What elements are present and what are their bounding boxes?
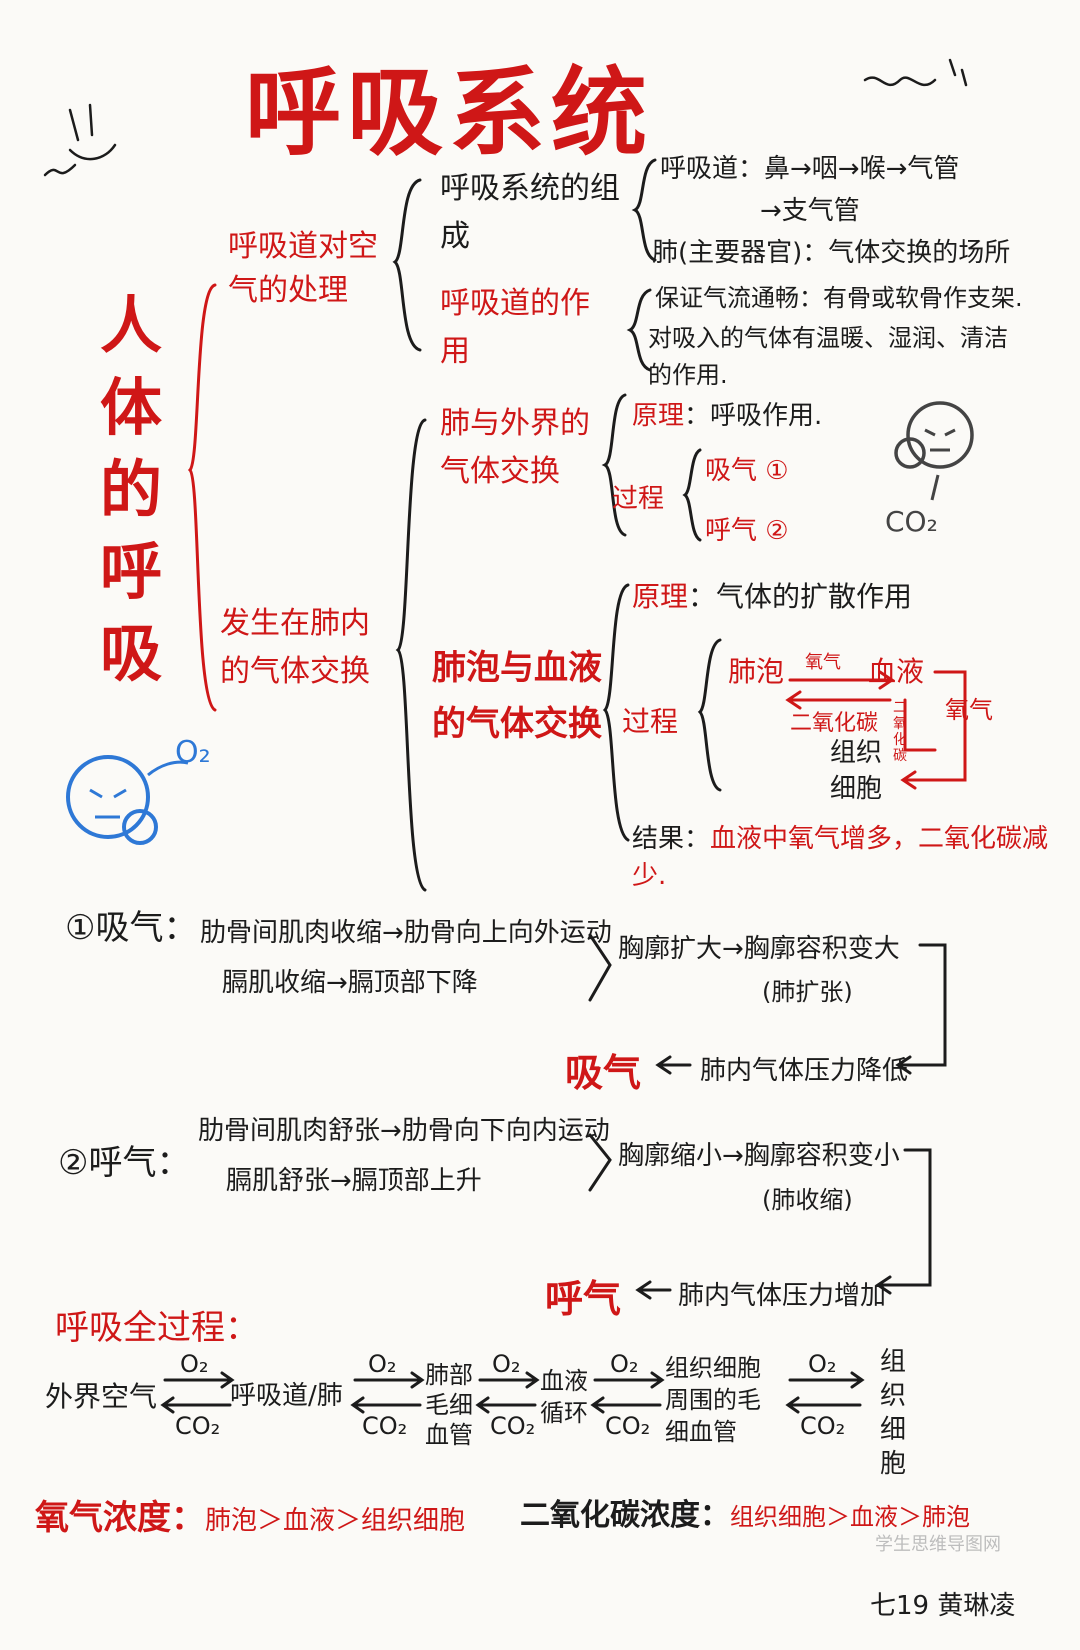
co2-label-5: CO₂ <box>800 1412 846 1440</box>
alveoli-oxygen-top: 氧气 <box>805 652 841 673</box>
o2-concentration-label: 氧气浓度： <box>35 1498 205 1538</box>
watermark: 学生思维导图网 <box>875 1534 1001 1555</box>
process-node-outside-air: 外界空气 <box>45 1380 158 1413</box>
co2-label-3: CO₂ <box>490 1412 536 1440</box>
composition-label: 呼吸系统的组成 <box>440 165 620 261</box>
function-line2: 对吸入的气体有温暖、湿润、清洁 <box>648 324 1008 352</box>
composition-lung: 肺(主要器官)：气体交换的场所 <box>652 238 1011 268</box>
exhale-row2: 膈肌舒张→膈顶部上升 <box>226 1166 482 1196</box>
o2-concentration-order: 肺泡＞血液＞组织细胞 <box>205 1506 466 1536</box>
process-node-tissue-capillaries: 组织细胞周围的毛细血管 <box>665 1354 761 1446</box>
oxygen-face-label: O₂ <box>175 735 211 770</box>
o2-label-1: O₂ <box>180 1350 209 1378</box>
inhale-result: 吸气 <box>565 1051 642 1095</box>
co2-label-1: CO₂ <box>175 1412 221 1440</box>
exhale-chest: 胸廓缩小→胸廓容积变小 <box>618 1141 900 1171</box>
alveoli-process-label: 过程 <box>622 705 679 738</box>
inhale-label: ①吸气： <box>65 908 198 948</box>
alveoli-exchange-label: 肺泡与血液的气体交换 <box>432 648 602 744</box>
alveoli-oxygen-side: 氧气 <box>945 696 993 724</box>
exhale-result: 呼气 <box>545 1277 622 1321</box>
inhale-row2: 膈肌收缩→膈顶部下降 <box>222 968 478 998</box>
process-node-airway-lung: 呼吸道/肺 <box>230 1381 343 1411</box>
co2-concentration-label: 二氧化碳浓度： <box>520 1498 730 1533</box>
process-node-circulation: 血液循环 <box>540 1367 588 1427</box>
composition-tract: 呼吸道：鼻→咽→喉→气管 <box>660 154 960 184</box>
co2-concentration: 二氧化碳浓度：组织细胞＞血液＞肺泡 <box>520 1490 970 1534</box>
exhale-row1: 肋骨间肌肉舒张→肋骨向下向内运动 <box>198 1116 610 1146</box>
blood-node: 血液 <box>868 655 925 688</box>
exhale-label: ②呼气： <box>58 1143 191 1183</box>
co2-label-4: CO₂ <box>605 1412 651 1440</box>
tissue-node: 组织细胞 <box>830 738 883 804</box>
branch1-label: 呼吸道对空气的处理 <box>228 229 378 308</box>
inhale-chest: 胸廓扩大→胸廓容积变大 <box>618 934 900 964</box>
function-label: 呼吸道的作用 <box>440 286 590 369</box>
lung-principle-label: 原理 <box>632 401 685 431</box>
branch2-label: 发生在肺内的气体交换 <box>220 606 370 689</box>
alveoli-principle: 原理：气体的扩散作用 <box>632 580 913 613</box>
o2-label-4: O₂ <box>610 1350 639 1378</box>
lung-process-exhale: 呼气 ② <box>705 516 789 546</box>
lung-exchange-label: 肺与外界的气体交换 <box>440 406 590 489</box>
co2-label-2: CO₂ <box>362 1412 408 1440</box>
exhale-pressure: 肺内气体压力增加 <box>678 1281 887 1311</box>
inhale-pressure: 肺内气体压力降低 <box>700 1056 909 1086</box>
main-topic: 人体的呼吸 <box>100 289 163 690</box>
alveoli-result: 结果：血液中氧气增多，二氧化碳减少. <box>632 824 1049 891</box>
process-node-lung-capillaries: 肺部毛细血管 <box>425 1361 473 1449</box>
alveoli-principle-text: 气体的扩散作用 <box>716 580 913 613</box>
lung-process-label: 过程 <box>612 484 665 514</box>
o2-label-3: O₂ <box>492 1350 521 1378</box>
lung-process-inhale: 吸气 ① <box>705 456 789 486</box>
co2-concentration-order: 组织细胞＞血液＞肺泡 <box>730 1503 970 1531</box>
composition-tract2: →支气管 <box>760 196 860 226</box>
alveoli-co2-side: 二氧化碳 <box>893 700 907 764</box>
alveoli-result-text: 血液中氧气增多，二氧化碳减少. <box>632 824 1049 891</box>
page-title: 呼吸系统 <box>245 57 653 169</box>
o2-label-5: O₂ <box>808 1350 837 1378</box>
co2-face-icon <box>894 401 974 501</box>
function-line1: 保证气流通畅：有骨或软骨作支架. <box>655 284 1023 312</box>
process-node-tissue-cells: 组织细胞 <box>880 1347 907 1479</box>
alveoli-principle-label: 原理 <box>632 580 689 613</box>
composition-label-text: 呼吸系统的组成 <box>440 171 620 254</box>
exhale-chest-note: (肺收缩) <box>762 1186 853 1214</box>
inhale-chest-note: (肺扩张) <box>762 978 853 1006</box>
o2-label-2: O₂ <box>368 1350 397 1378</box>
co2-face-label: CO₂ <box>885 505 938 538</box>
signature: 七19 黄琳凌 <box>870 1591 1016 1621</box>
lung-principle: 原理：呼吸作用. <box>632 401 823 431</box>
function-line3: 的作用. <box>648 361 728 389</box>
lung-principle-text: 呼吸作用. <box>710 401 823 431</box>
alveoli-result-label: 结果 <box>632 824 685 854</box>
full-process-label: 呼吸全过程： <box>55 1308 259 1348</box>
oxygen-face-icon <box>66 755 189 845</box>
alveoli-node: 肺泡 <box>728 655 785 688</box>
o2-concentration: 氧气浓度：肺泡＞血液＞组织细胞 <box>35 1490 465 1539</box>
alveoli-co2: 二氧化碳 <box>790 711 879 736</box>
inhale-row1: 肋骨间肌肉收缩→肋骨向上向外运动 <box>200 918 612 948</box>
